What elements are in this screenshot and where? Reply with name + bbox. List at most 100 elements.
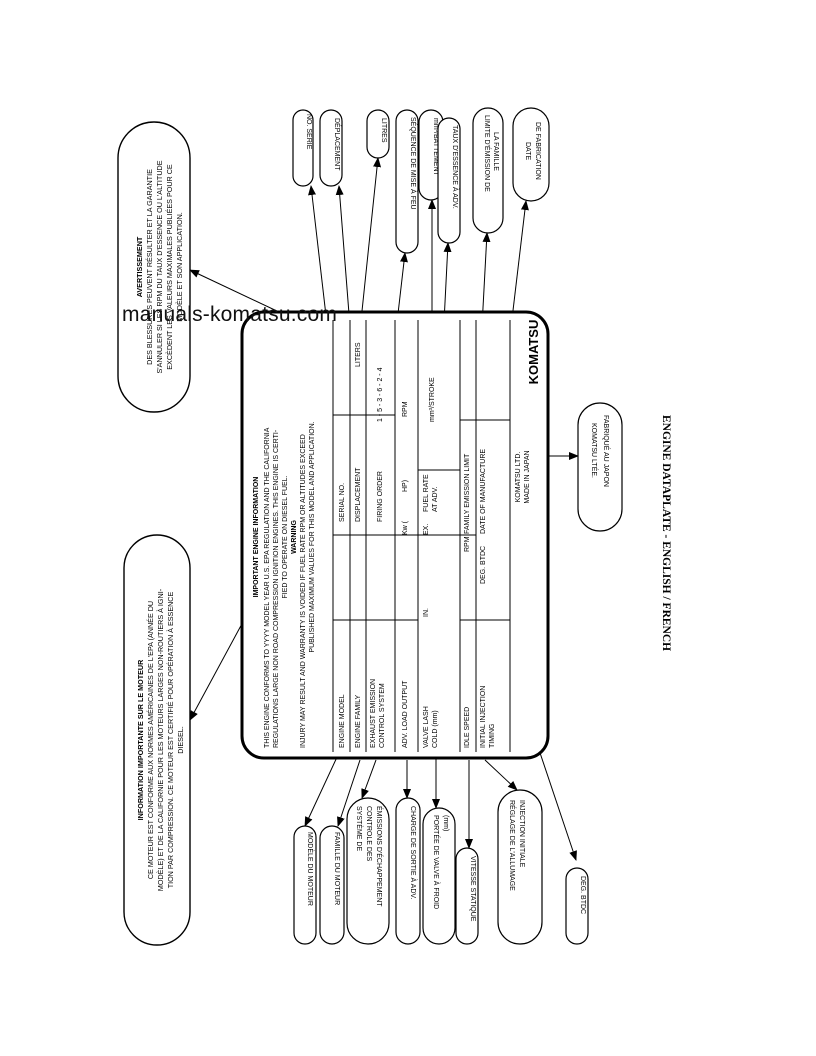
field-idle-rpm: RPM xyxy=(464,536,471,552)
svg-text:CHARGE DE SORTIE À ADV.: CHARGE DE SORTIE À ADV. xyxy=(409,806,418,899)
field-serial-no: SERIAL NO. xyxy=(339,483,346,522)
callout-injection-fr: RÉGLAGE DE L'ALLUMAGE INJECTION INITIALE xyxy=(497,789,543,945)
svg-text:NO. SÉRIE: NO. SÉRIE xyxy=(305,114,314,150)
plate-conformity-line: REGULATIONS LARGE NON ROAD COMPRESSION I… xyxy=(273,429,280,748)
svg-text:DE FABRICATION: DE FABRICATION xyxy=(534,122,541,180)
info-bubble-line: DIESEL. xyxy=(176,726,185,754)
leader-exhaust xyxy=(361,759,377,799)
info-bubble-line: MODÈLE) ET DE LA CALIFORNIE POUR LES MOT… xyxy=(156,588,165,891)
svg-text:PORTÉE DE VALVE À FROID: PORTÉE DE VALVE À FROID xyxy=(432,815,441,909)
warning-bubble-line: S'ANNULER SI LES RPM DU TAUX D'ESSENCE O… xyxy=(155,160,164,373)
field-fuel-rate-2: AT ADV. xyxy=(432,486,439,512)
field-family-limit: FAMILY EMISSION LIMIT xyxy=(464,453,471,534)
svg-text:(mm): (mm) xyxy=(442,815,449,831)
leader-info xyxy=(189,619,245,721)
field-adv-load: ADV. LOAD OUTPUT xyxy=(402,680,409,748)
plate-warning-line: INJURY MAY RESULT AND WARRANTY IS VOIDED… xyxy=(300,434,307,748)
plate-conformity-line: THIS ENGINE CONFORMS TO YYYY MODEL YEAR … xyxy=(264,427,271,748)
svg-text:DEG. BTDC: DEG. BTDC xyxy=(579,876,586,914)
field-engine-family: ENGINE FAMILY xyxy=(355,695,362,748)
svg-text:VITESSE STATIQUE: VITESSE STATIQUE xyxy=(469,856,476,922)
svg-text:INJECTION INITIALE: INJECTION INITIALE xyxy=(518,800,525,868)
field-rpm: RPM xyxy=(402,401,409,417)
callout-date-fr: DATE DE FABRICATION xyxy=(512,107,550,202)
field-displacement: DISPLACEMENT xyxy=(355,467,362,522)
svg-text:LITRES: LITRES xyxy=(380,118,387,143)
svg-text:TAUX D'ESSENCE À ADV.: TAUX D'ESSENCE À ADV. xyxy=(451,125,460,209)
field-hp: HP) xyxy=(402,480,409,492)
callout-valve-fr: PORTÉE DE VALVE À FROID (mm) xyxy=(422,807,456,945)
callout-btdc-fr: DEG. BTDC xyxy=(565,867,589,945)
svg-text:mm³/BATTEMENT: mm³/BATTEMENT xyxy=(432,118,439,177)
watermark-text: manuals-komatsu.com xyxy=(122,303,338,326)
field-exhaust-1: EXHAUST EMISSION xyxy=(370,679,377,748)
leader-injection xyxy=(484,759,518,791)
callout-displacement-fr: DÉPLACEMENT xyxy=(319,109,343,187)
field-firing-sequence: 1 - 5 - 3 - 6 - 2 - 4 xyxy=(377,367,384,422)
warning-bubble-line: EXCÈDENT LES VALEURS MAXIMALES PUBLIÉES … xyxy=(165,164,174,370)
field-idle-speed: IDLE SPEED xyxy=(464,707,471,748)
svg-text:DATE: DATE xyxy=(524,142,531,160)
callout-engine-model-fr: MODÈLE DU MOTEUR xyxy=(293,825,317,945)
info-bubble: INFORMATION IMPORTANTE SUR LE MOTEUR CE … xyxy=(123,534,191,946)
field-injection-2: TIMING xyxy=(489,724,496,749)
svg-text:SYSTÈME DE: SYSTÈME DE xyxy=(355,806,364,851)
figure-caption: ENGINE DATAPLATE - ENGLISH / FRENCH xyxy=(660,415,672,652)
plate-warning-line: PUBLISHED MAXIMUM VALUES FOR THIS MODEL … xyxy=(309,421,316,652)
callout-engine-family-fr: FAMILLE DU MOTEUR xyxy=(319,825,345,945)
leader-engine-model xyxy=(304,754,339,827)
callout-fuel-rate-fr: TAUX D'ESSENCE À ADV. xyxy=(437,117,461,244)
field-exhaust-2: CONTROL SYSTEM xyxy=(379,683,386,748)
field-made-in: MADE IN JAPAN xyxy=(524,450,531,503)
svg-text:CONTROLE DES: CONTROLE DES xyxy=(365,806,372,862)
field-deg-btdc: DEG. BTDC xyxy=(480,546,487,584)
svg-text:ÉMISSIONS D'ÉCHAPPEMENT: ÉMISSIONS D'ÉCHAPPEMENT xyxy=(375,806,384,907)
callout-maker-fr: KOMATSU LTÉE. FABRIQUÉ AU JAPON xyxy=(577,402,623,532)
komatsu-logo: KOMATSU xyxy=(526,320,541,385)
callout-liters-fr: LITRES xyxy=(366,109,390,159)
callout-exhaust-fr: SYSTÈME DE CONTROLE DES ÉMISSIONS D'ÉCHA… xyxy=(346,797,390,945)
warning-bubble-line: MODÈLE ET SON APPLICATION. xyxy=(175,212,184,322)
callout-stroke-fr: mm³/BATTEMENT xyxy=(418,109,444,201)
callouts-bottom: MODÈLE DU MOTEUR FAMILLE DU MOTEUR SYSTÈ… xyxy=(293,789,589,945)
field-injection-1: INITIAL INJECTION xyxy=(480,686,487,748)
plate-title: IMPORTANT ENGINE INFORMATION xyxy=(253,477,260,598)
field-engine-model: ENGINE MODEL xyxy=(339,694,346,748)
callouts-top: NO. SÉRIE DÉPLACEMENT LITRES SÉQUENCE DE… xyxy=(292,107,550,254)
field-date-manufacture: DATE OF MANUFACTURE xyxy=(480,449,487,534)
svg-text:KOMATSU LTÉE.: KOMATSU LTÉE. xyxy=(590,423,599,478)
svg-text:LA FAMILLE: LA FAMILLE xyxy=(492,132,499,171)
engine-dataplate: IMPORTANT ENGINE INFORMATION THIS ENGINE… xyxy=(240,310,550,760)
svg-text:MODÈLE DU MOTEUR: MODÈLE DU MOTEUR xyxy=(306,832,315,906)
callout-idle-fr: VITESSE STATIQUE xyxy=(455,847,479,945)
field-valve-2: COLD (mm) xyxy=(432,710,439,748)
field-ex: EX. xyxy=(423,524,430,535)
field-valve-1: VALVE LASH xyxy=(423,706,430,748)
plate-conformity-line: FIED TO OPERATE ON DIESEL FUEL. xyxy=(282,475,289,598)
svg-text:FAMILLE DU MOTEUR: FAMILLE DU MOTEUR xyxy=(333,832,340,905)
field-kw: Kw ( xyxy=(402,520,409,535)
svg-text:LIMITE D'ÉMISSION DE: LIMITE D'ÉMISSION DE xyxy=(483,115,492,192)
field-stroke: mm³/STROKE xyxy=(429,377,436,422)
callout-adv-load-fr: CHARGE DE SORTIE À ADV. xyxy=(395,797,421,945)
warning-bubble-title: AVERTISSEMENT xyxy=(135,236,144,297)
plate-warning-title: WARNING xyxy=(291,520,298,554)
field-fuel-rate-1: FUEL RATE xyxy=(423,474,430,512)
field-firing-order: FIRING ORDER xyxy=(377,471,384,522)
info-bubble-title: INFORMATION IMPORTANTE SUR LE MOTEUR xyxy=(136,659,145,820)
field-maker: KOMATSU LTD. xyxy=(515,452,522,503)
warning-bubble: AVERTISSEMENT DES BLESSURES PEUVENT RÉSU… xyxy=(117,121,191,413)
svg-text:DÉPLACEMENT: DÉPLACEMENT xyxy=(333,118,342,171)
info-bubble-line: TION PAR COMPRESSION. CE MOTEUR EST CERT… xyxy=(166,592,175,889)
callout-family-limit-fr: LIMITE D'ÉMISSION DE LA FAMILLE xyxy=(472,107,504,234)
warning-bubble-line: DES BLESSURES PEUVENT RÉSULTER ET LA GAR… xyxy=(145,169,154,365)
svg-text:SÉQUENCE DE MISE À FEU: SÉQUENCE DE MISE À FEU xyxy=(409,117,418,210)
svg-text:RÉGLAGE DE L'ALLUMAGE: RÉGLAGE DE L'ALLUMAGE xyxy=(508,800,517,891)
info-bubble-line: CE MOTEUR EST CONFORME AUX NORMES AMÉRIC… xyxy=(146,601,155,879)
field-in: IN. xyxy=(423,608,430,617)
svg-text:FABRIQUÉ AU JAPON: FABRIQUÉ AU JAPON xyxy=(602,415,611,487)
field-liters: LITERS xyxy=(355,342,362,367)
leader-engine-family xyxy=(337,759,361,827)
callout-serial-fr: NO. SÉRIE xyxy=(292,109,314,187)
